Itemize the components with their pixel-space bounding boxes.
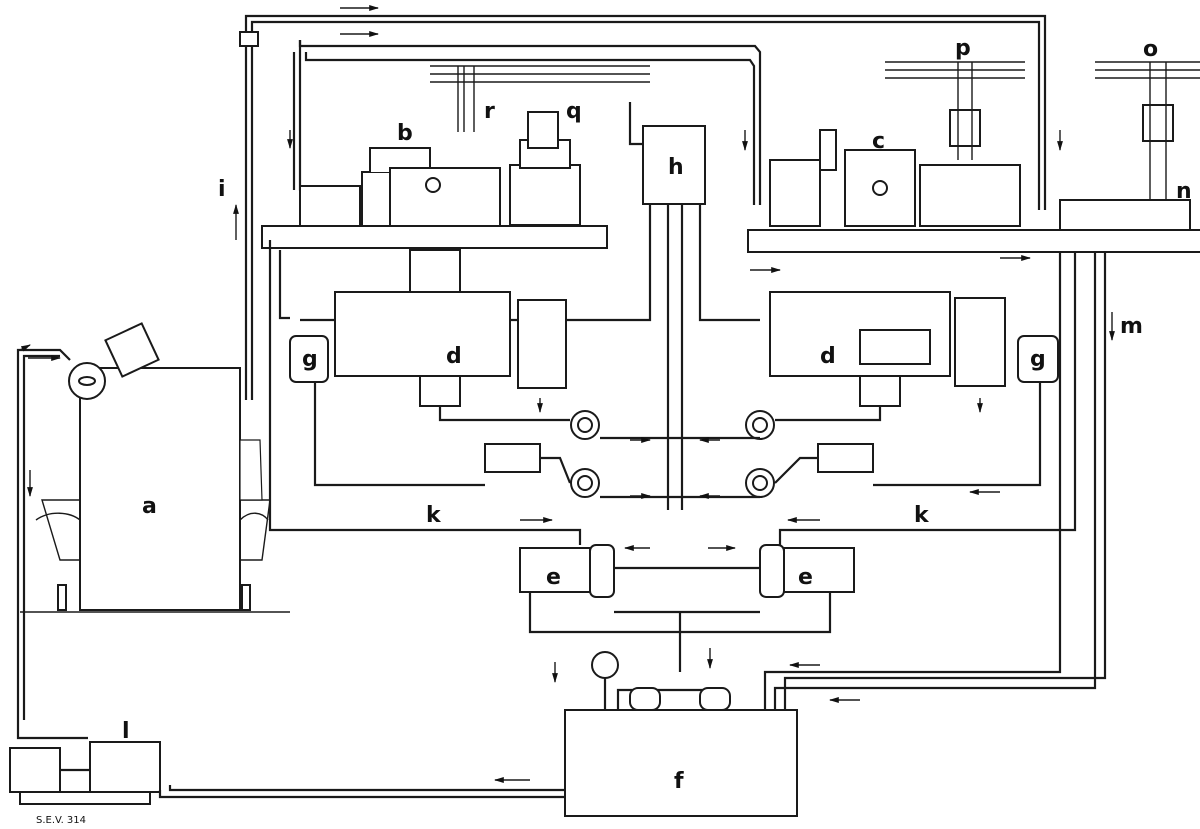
cooler-g-left	[289, 335, 329, 383]
boiler-a	[16, 322, 290, 720]
label-e-right: e	[798, 565, 813, 590]
shaft-lines	[430, 61, 1200, 231]
turbine-c	[769, 129, 1021, 227]
label-d-left: d	[446, 344, 462, 369]
exchanger-e-right	[759, 544, 855, 598]
platforms	[261, 225, 1200, 253]
condenser-d-right	[769, 291, 1006, 407]
tank-f	[564, 252, 1107, 817]
label-k-left: k	[426, 503, 442, 528]
label-o: o	[1143, 37, 1158, 62]
label-d-right: d	[820, 344, 836, 369]
figure-caption: S.E.V. 314	[36, 815, 86, 826]
label-r: r	[484, 99, 495, 124]
label-l: l	[122, 719, 130, 744]
exchanger-e-left	[519, 544, 615, 598]
condenser-d-left	[334, 249, 567, 407]
label-e-left: e	[546, 565, 561, 590]
label-g-right: g	[1030, 347, 1046, 372]
label-n: n	[1176, 179, 1192, 204]
turbine-b	[299, 139, 581, 227]
pump-l	[9, 720, 565, 805]
label-a: a	[142, 494, 157, 519]
pipe-i	[239, 31, 259, 400]
label-m: m	[1120, 314, 1143, 339]
label-p: p	[955, 36, 971, 61]
middle-pumps	[268, 240, 1077, 545]
label-i: i	[218, 177, 226, 202]
label-k-right: k	[914, 503, 930, 528]
cooler-g-right	[1017, 335, 1059, 383]
label-h: h	[668, 155, 684, 180]
label-f: f	[674, 769, 684, 794]
label-q: q	[566, 99, 582, 124]
label-c: c	[872, 129, 885, 154]
flow-arrows	[27, 5, 1115, 783]
label-b: b	[397, 121, 413, 146]
label-g-left: g	[302, 347, 318, 372]
